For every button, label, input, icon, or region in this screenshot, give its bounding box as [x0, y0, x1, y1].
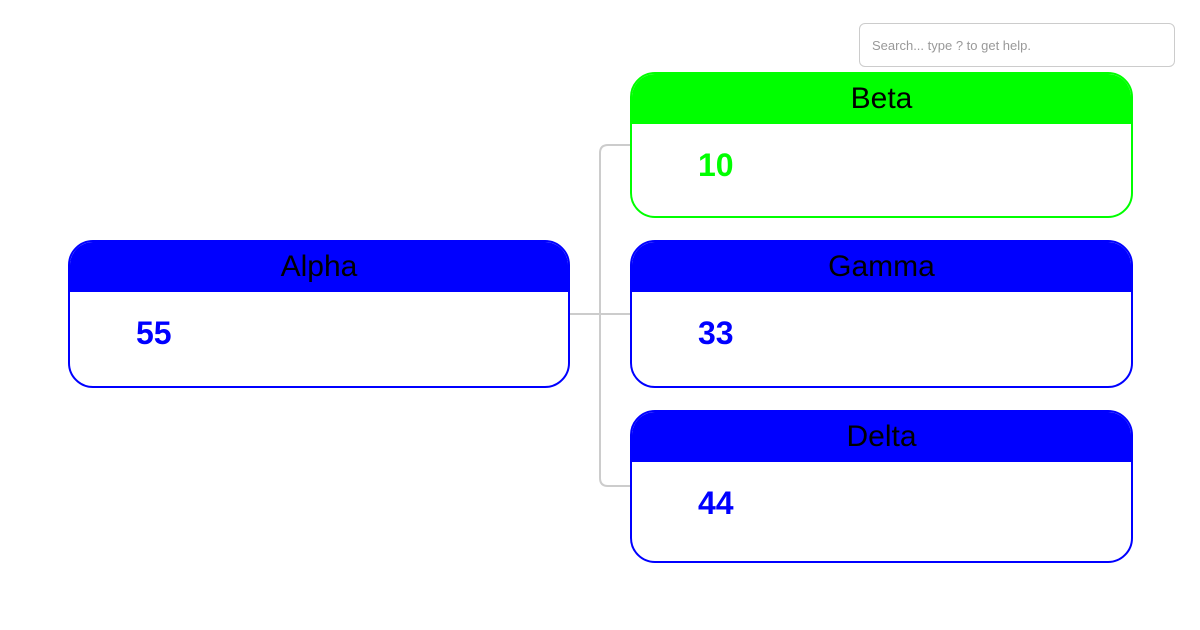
- node-delta-title: Delta: [632, 412, 1131, 462]
- node-delta-value: 44: [698, 485, 734, 521]
- node-alpha[interactable]: Alpha 55: [68, 240, 570, 388]
- node-alpha-value: 55: [136, 315, 172, 351]
- node-beta-value: 10: [698, 147, 734, 183]
- node-gamma[interactable]: Gamma 33: [630, 240, 1133, 388]
- node-beta-title: Beta: [632, 74, 1131, 124]
- node-alpha-title: Alpha: [70, 242, 568, 292]
- node-gamma-value: 33: [698, 315, 734, 351]
- node-beta[interactable]: Beta 10: [630, 72, 1133, 218]
- node-gamma-title: Gamma: [632, 242, 1131, 292]
- search-input[interactable]: [859, 23, 1175, 67]
- node-delta[interactable]: Delta 44: [630, 410, 1133, 563]
- connector-trunk: [599, 144, 630, 487]
